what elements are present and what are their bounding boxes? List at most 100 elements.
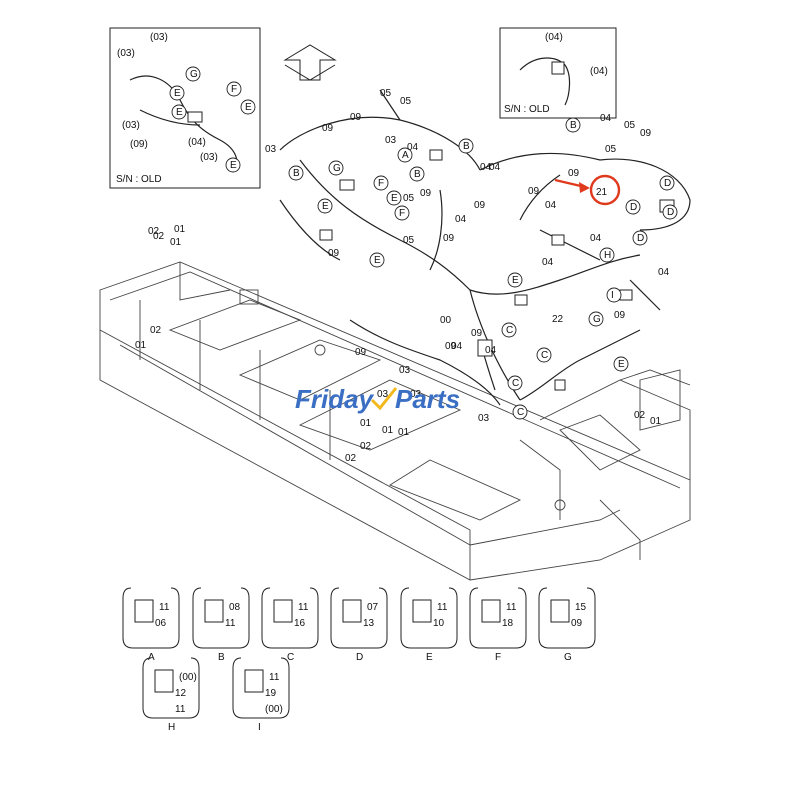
part-number-label: 09 bbox=[443, 233, 455, 244]
part-label-text: C bbox=[506, 325, 513, 336]
legend-letter: F bbox=[495, 652, 501, 663]
part-label-text: 01 bbox=[170, 237, 182, 248]
connector-letter-label: D bbox=[625, 199, 641, 215]
connector-letter-label: E bbox=[386, 190, 402, 206]
connector-letter-label: H bbox=[599, 247, 615, 263]
part-label-text: 01 bbox=[650, 416, 662, 427]
part-label-text: A bbox=[402, 150, 409, 161]
part-number-label: 22 bbox=[552, 314, 564, 325]
connector-letter-label: B bbox=[288, 165, 304, 181]
clip-icon bbox=[342, 599, 362, 623]
clip-icon bbox=[412, 599, 432, 623]
part-label-text: C bbox=[512, 378, 519, 389]
part-label-text: I bbox=[611, 290, 614, 301]
connector-letter-label: G bbox=[588, 311, 604, 327]
part-label-text: E bbox=[512, 275, 519, 286]
watermark-left: Friday bbox=[295, 384, 375, 414]
part-label-text: 05 bbox=[380, 88, 392, 99]
part-label-text: B bbox=[414, 169, 421, 180]
part-label-text: 03 bbox=[410, 389, 422, 400]
legend-part-number: 16 bbox=[294, 618, 306, 629]
legend-part-number: 10 bbox=[433, 618, 445, 629]
part-label-text: 09 bbox=[528, 186, 540, 197]
inset-left-caption: S/N : OLD bbox=[116, 174, 162, 185]
legend-letter: B bbox=[218, 652, 225, 663]
legend-part-number: 08 bbox=[229, 602, 241, 613]
part-number-label: 05 bbox=[400, 96, 412, 107]
part-labels: (03)(03)(03)GFEEE(04)(09)(03)E(04)(04)05… bbox=[117, 32, 678, 464]
clip-icon bbox=[481, 599, 501, 623]
part-label-text: D bbox=[664, 178, 671, 189]
part-number-label: 09 bbox=[474, 200, 486, 211]
part-label-text: 03 bbox=[399, 365, 411, 376]
part-label-text: 03 bbox=[377, 389, 389, 400]
legend-part-number: 11 bbox=[269, 672, 280, 683]
connector-letter-label: D bbox=[659, 175, 675, 191]
part-label-text: D bbox=[637, 233, 644, 244]
part-label-text: (03) bbox=[122, 120, 140, 131]
part-number-label: 09 bbox=[568, 168, 580, 179]
part-number-label: (03) bbox=[150, 32, 168, 43]
legend-part-number: 18 bbox=[502, 618, 514, 629]
part-number-label: 02 bbox=[634, 410, 646, 421]
connector-letter-label: G bbox=[328, 160, 344, 176]
part-label-text: 03 bbox=[265, 144, 277, 155]
connector-letter-label: E bbox=[317, 198, 333, 214]
part-number-label: 04 bbox=[600, 113, 612, 124]
part-number-label: 01 bbox=[360, 418, 372, 429]
inset-right-caption: S/N : OLD bbox=[504, 104, 550, 115]
connector-letter-label: C bbox=[512, 404, 528, 420]
clip-icon bbox=[244, 669, 264, 693]
part-label-text: D bbox=[667, 207, 674, 218]
legend-part-number: 07 bbox=[367, 602, 379, 613]
legend-part-number: (00) bbox=[265, 704, 283, 715]
part-label-text: 01 bbox=[174, 224, 186, 235]
part-number-label: 02 bbox=[345, 453, 357, 464]
part-label-text: 04 bbox=[542, 257, 554, 268]
part-number-label: (04) bbox=[590, 66, 608, 77]
part-number-label: 01 bbox=[135, 340, 147, 351]
legend-letter: G bbox=[564, 652, 572, 663]
part-number-label: 05 bbox=[403, 235, 415, 246]
part-label-text: E bbox=[174, 88, 181, 99]
part-label-text: 05 bbox=[403, 235, 415, 246]
part-number-label: 04 bbox=[455, 214, 467, 225]
part-number-label: (09) bbox=[130, 139, 148, 150]
part-label-text: 01 bbox=[398, 427, 410, 438]
highlight-callout: 21 bbox=[554, 174, 621, 206]
watermark-right: Parts bbox=[395, 384, 460, 414]
part-label-text: 09 bbox=[640, 128, 652, 139]
part-number-label: 04 bbox=[542, 257, 554, 268]
part-label-text: B bbox=[293, 168, 300, 179]
connector-letter-label: B bbox=[458, 138, 474, 154]
part-number-label: 03 bbox=[265, 144, 277, 155]
part-number-label: 01 bbox=[382, 425, 394, 436]
part-label-text: F bbox=[399, 208, 405, 219]
part-label-text: (04) bbox=[545, 32, 563, 43]
connector-letter-label: B bbox=[565, 117, 581, 133]
part-number-label: 09 bbox=[445, 341, 457, 352]
clip-icon bbox=[204, 599, 224, 623]
part-label-text: 02 bbox=[148, 226, 160, 237]
part-number-label: 04 bbox=[658, 267, 670, 278]
part-label-text: 09 bbox=[328, 248, 340, 259]
part-label-text: 09 bbox=[474, 200, 486, 211]
part-label-text: 03 bbox=[478, 413, 490, 424]
connector-letter-label: C bbox=[507, 375, 523, 391]
part-label-text: 01 bbox=[135, 340, 147, 351]
part-number-label: 09 bbox=[355, 347, 367, 358]
connector-letter-label: A bbox=[397, 147, 413, 163]
part-number-label: (04) bbox=[188, 137, 206, 148]
part-number-label: 03 bbox=[399, 365, 411, 376]
part-label-text: H bbox=[604, 250, 611, 261]
part-number-label: 04 bbox=[480, 162, 492, 173]
clip-legend: 1106A0811B1116C0713D1110E1118F1509G(00)1… bbox=[122, 587, 596, 733]
part-number-label: 09 bbox=[328, 248, 340, 259]
part-number-label: (03) bbox=[117, 48, 135, 59]
connector-letter-label: F bbox=[394, 205, 410, 221]
